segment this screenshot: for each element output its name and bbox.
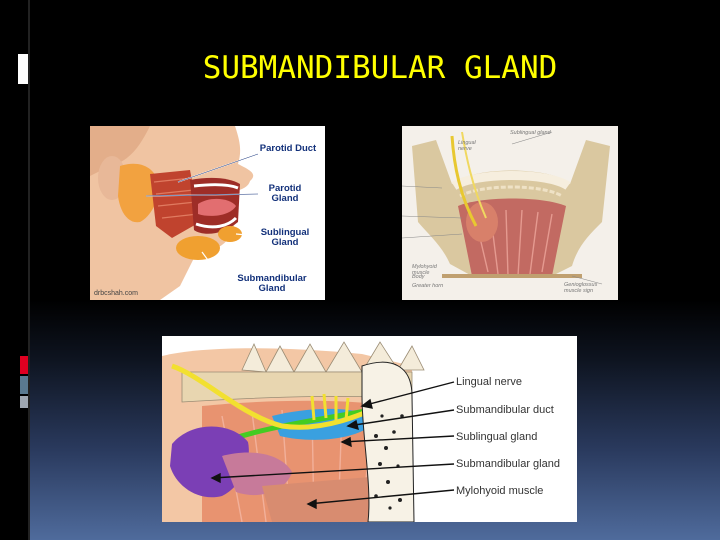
figure-face-illustration: Parotid Duct Parotid Gland Sublingual Gl… <box>90 126 325 300</box>
face-illustration-graphic <box>90 126 259 300</box>
label-sublingual-gland: Sublingual Gland <box>260 227 310 248</box>
accent-square-white <box>18 54 28 84</box>
left-accent-strip <box>0 0 28 540</box>
label-parotid-duct: Parotid Duct <box>259 143 317 154</box>
accent-square-red <box>20 356 28 374</box>
figure-lateral-dissection: Lingual nerve Submandibular duct Subling… <box>162 336 577 522</box>
figure-mandible-illustration: Sublingual gland Lingual nerve Mylohyoid… <box>402 126 618 300</box>
label-left-2: Body <box>412 274 425 280</box>
label-lingual-nerve: Lingual nerve <box>458 140 476 152</box>
label-submandibular-gland: Submandibular Gland <box>237 273 307 294</box>
image-credit: drbcshah.com <box>94 290 138 297</box>
accent-square-teal <box>20 376 28 394</box>
label-submandibular-gland: Submandibular gland <box>456 458 560 470</box>
accent-square-gray <box>20 396 28 408</box>
label-lingual-nerve: Lingual nerve <box>456 376 523 388</box>
label-mylohyoid-muscle: Mylohyoid muscle <box>456 485 544 497</box>
label-left-3: Greater horn <box>412 283 444 289</box>
label-top-sublingual: Sublingual gland <box>510 130 551 136</box>
label-right-bottom: Genioglossus muscle sign <box>564 282 598 294</box>
label-sublingual-gland: Sublingual gland <box>456 431 538 443</box>
label-submandibular-duct: Submandibular duct <box>456 404 554 416</box>
slide-title: SUBMANDIBULAR GLAND <box>202 50 558 86</box>
left-divider-line <box>28 0 30 540</box>
label-parotid-gland: Parotid Gland <box>268 183 302 204</box>
dissection-illustration-graphic <box>162 336 577 522</box>
label-left-1: Mylohyoid muscle <box>412 264 437 276</box>
mandible-illustration-graphic <box>402 131 610 285</box>
